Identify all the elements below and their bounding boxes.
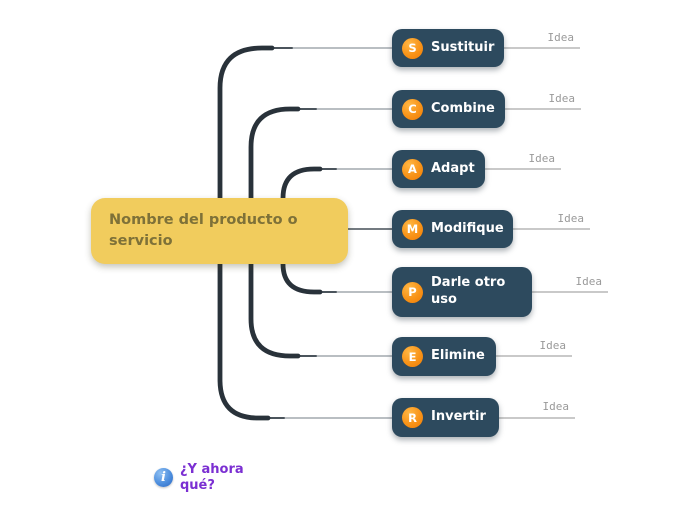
idea-placeholder[interactable]: Idea [575, 275, 603, 288]
topic-sustituir[interactable]: S Sustituir [392, 29, 504, 67]
connector-thick [280, 261, 323, 295]
letter-badge-icon[interactable]: R [402, 407, 423, 428]
idea-placeholder[interactable]: Idea [557, 212, 585, 225]
idea-placeholder[interactable]: Idea [542, 400, 570, 413]
connector-thick [217, 45, 275, 201]
connector-invertir [219, 264, 393, 419]
topic-modifique[interactable]: M Modifique [392, 210, 513, 248]
topic-combine[interactable]: C Combine [392, 90, 505, 128]
topic-darle-otro-uso[interactable]: P Darle otro uso [392, 267, 532, 317]
topic-label: Darle otro uso [431, 275, 506, 307]
letter-badge-icon[interactable]: M [402, 218, 423, 240]
topic-adapt[interactable]: A Adapt [392, 150, 485, 188]
connector-thick [217, 261, 271, 421]
topic-label: Invertir [431, 409, 486, 425]
connector-thick [248, 106, 301, 201]
floating-topic-y-ahora-que[interactable]: i ¿Y ahora qué? [154, 462, 252, 495]
info-icon[interactable]: i [154, 468, 173, 487]
root-topic[interactable]: Nombre del producto o servicio [91, 198, 348, 264]
root-topic-label: Nombre del producto o servicio [109, 212, 298, 249]
connector-thick [248, 261, 301, 359]
idea-placeholder[interactable]: Idea [547, 31, 575, 44]
connector-combine [250, 108, 393, 198]
letter-badge-icon[interactable]: S [402, 37, 423, 59]
topic-label: Sustituir [431, 39, 495, 55]
topic-label: Modifique [431, 220, 504, 236]
topic-label: Adapt [431, 160, 475, 176]
connector-elimine [250, 264, 393, 357]
topic-invertir[interactable]: R Invertir [392, 398, 499, 437]
topic-elimine[interactable]: E Elimine [392, 337, 496, 376]
letter-badge-icon[interactable]: A [402, 158, 423, 180]
connector-sustituir [219, 47, 393, 198]
letter-badge-icon[interactable]: E [402, 346, 423, 367]
letter-badge-icon[interactable]: P [402, 281, 423, 303]
floating-topic-label: ¿Y ahora qué? [180, 462, 244, 494]
topic-label: Elimine [431, 348, 485, 364]
idea-placeholder[interactable]: Idea [548, 92, 576, 105]
idea-placeholder[interactable]: Idea [539, 339, 567, 352]
idea-placeholder[interactable]: Idea [528, 152, 556, 165]
connector-thick [280, 166, 323, 201]
topic-label: Combine [431, 100, 495, 116]
letter-badge-icon[interactable]: C [402, 98, 423, 120]
